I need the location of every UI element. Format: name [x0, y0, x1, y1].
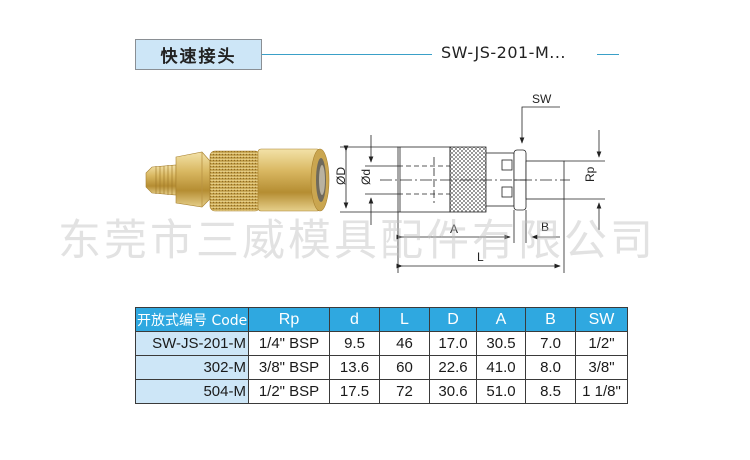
- header-rp: Rp: [248, 307, 330, 332]
- header-a: A: [476, 307, 526, 332]
- cell-a: 41.0: [476, 355, 526, 380]
- spec-table: 开放式编号 Code Rp d L D A B SW SW-JS-201-M 1…: [135, 307, 628, 404]
- cell-rp: 3/8" BSP: [248, 355, 330, 380]
- a-label: A: [450, 222, 458, 236]
- brass-quick-coupler-photo: [145, 148, 330, 212]
- cell-d: 9.5: [329, 331, 380, 356]
- cell-sw: 1 1/8": [575, 379, 628, 404]
- table-row: 302-M 3/8" BSP 13.6 60 22.6 41.0 8.0 3/8…: [135, 355, 628, 380]
- header-d: d: [329, 307, 380, 332]
- cell-outer-d: 22.6: [429, 355, 477, 380]
- cell-a: 51.0: [476, 379, 526, 404]
- inner-diameter-label: Ød: [359, 169, 373, 185]
- sw-label: SW: [532, 92, 552, 106]
- cell-sw: 3/8": [575, 355, 628, 380]
- technical-drawing: SW ØD Ød Rp A B L: [334, 92, 605, 273]
- table-row: SW-JS-201-M 1/4" BSP 9.5 46 17.0 30.5 7.…: [135, 331, 628, 356]
- cell-b: 7.0: [525, 331, 576, 356]
- cell-l: 72: [379, 379, 430, 404]
- outer-diameter-label: ØD: [334, 167, 348, 185]
- header-l: L: [379, 307, 430, 332]
- cell-b: 8.0: [525, 355, 576, 380]
- cell-rp: 1/4" BSP: [248, 331, 330, 356]
- cell-rp: 1/2" BSP: [248, 379, 330, 404]
- table-header-row: 开放式编号 Code Rp d L D A B SW: [135, 307, 628, 332]
- b-label: B: [541, 220, 549, 234]
- cell-l: 60: [379, 355, 430, 380]
- category-title-box: 快速接头: [135, 39, 262, 70]
- cell-code: SW-JS-201-M: [135, 331, 249, 356]
- cell-code: 302-M: [135, 355, 249, 380]
- header-sw: SW: [575, 307, 628, 332]
- cell-d: 13.6: [329, 355, 380, 380]
- title-divider-line-end: [597, 54, 619, 55]
- cell-b: 8.5: [525, 379, 576, 404]
- cell-outer-d: 30.6: [429, 379, 477, 404]
- cell-d: 17.5: [329, 379, 380, 404]
- cell-l: 46: [379, 331, 430, 356]
- header-outer-d: D: [429, 307, 477, 332]
- cell-a: 30.5: [476, 331, 526, 356]
- l-label: L: [477, 250, 484, 264]
- cell-outer-d: 17.0: [429, 331, 477, 356]
- rp-label: Rp: [583, 166, 597, 182]
- cell-sw: 1/2": [575, 331, 628, 356]
- cell-code: 504-M: [135, 379, 249, 404]
- table-row: 504-M 1/2" BSP 17.5 72 30.6 51.0 8.5 1 1…: [135, 379, 628, 404]
- category-title: 快速接头: [160, 47, 237, 67]
- model-title: SW-JS-201-M...: [441, 43, 567, 62]
- header-b: B: [525, 307, 576, 332]
- header-code: 开放式编号 Code: [135, 307, 249, 332]
- title-divider-line: [262, 54, 432, 55]
